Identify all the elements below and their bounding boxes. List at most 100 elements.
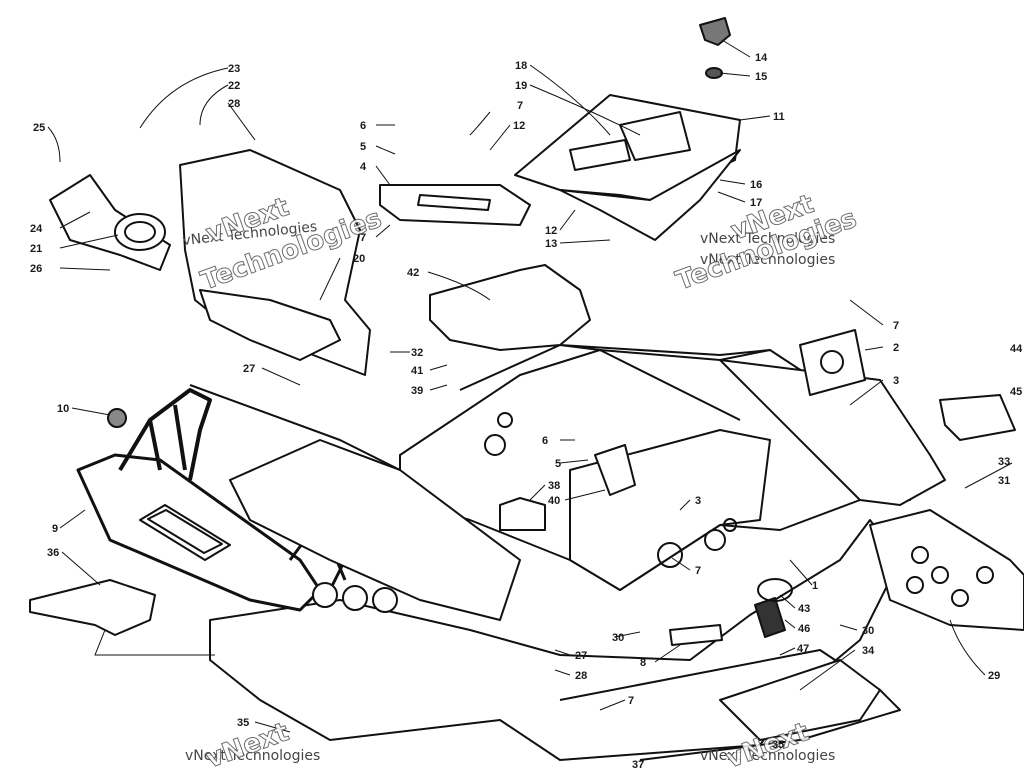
guard-hole-3 [906,576,924,594]
pivot-wheel-2 [342,585,368,611]
washer-15 [705,67,723,79]
callout-38: 38 [548,480,560,492]
callout-3: 3 [695,495,701,507]
skid-plate-34 [719,659,881,741]
knob-14 [699,17,731,46]
callout-26: 26 [30,263,42,275]
callout-7: 7 [360,232,366,244]
callout-24: 24 [30,223,43,235]
bumper-slot [139,504,231,561]
callout-34: 34 [862,645,875,657]
watermark-small-4: vNext Technologies [185,748,320,764]
callout-28: 28 [228,98,240,110]
belly-pan-floor [559,649,901,761]
callout-7: 7 [695,565,701,577]
bumper-slot-inner [147,509,223,554]
callout-8: 8 [640,657,646,669]
callout-12: 12 [545,225,557,237]
callout-1: 1 [812,580,818,592]
bracket-2 [799,329,866,396]
o-ring-43 [757,578,793,602]
callout-4: 4 [360,161,367,173]
callout-41: 41 [411,365,423,377]
suspension-tube [189,384,401,471]
bracket-slot [417,194,491,211]
callout-37: 37 [632,759,644,768]
frame-hole-4 [704,529,726,551]
callout-29: 29 [988,670,1000,682]
nosepan-36 [29,579,156,636]
bracket-plate-4 [379,184,531,226]
leader-lines [47,39,1013,733]
callout-5: 5 [360,141,366,153]
callout-labels: 23 22 28 25 24 21 26 20 27 10 9 36 35 6 … [30,52,1023,768]
air-tube-bellows-2 [124,221,156,243]
watermark-small-2: vNext Technologies [700,231,835,247]
callout-30: 30 [612,632,624,644]
callout-6: 6 [542,435,548,447]
plate-8 [669,624,723,646]
watermark-small-5: vNext Technologies [700,748,835,764]
callout-35: 35 [772,739,784,751]
callout-35: 35 [237,717,249,729]
guard-hole-1 [911,546,929,564]
callout-28: 28 [575,670,587,682]
frame-hole-2 [497,412,513,428]
callout-11: 11 [773,111,785,123]
callout-6: 6 [360,120,366,132]
callout-44: 44 [1010,343,1023,355]
callout-33: 33 [998,456,1010,468]
pivot-wheel-3 [372,587,398,613]
callout-45: 45 [1010,386,1022,398]
callout-30: 30 [862,625,874,637]
tow-loop [118,388,212,481]
callout-7: 7 [517,100,523,112]
callout-20: 20 [353,253,365,265]
callout-15: 15 [755,71,767,83]
callout-47: 47 [797,643,809,655]
callout-14: 14 [755,52,768,64]
callout-18: 18 [515,60,527,72]
callout-23: 23 [228,63,240,75]
plate-emboss-18 [569,139,631,171]
duct-housing-lower [199,289,341,361]
callout-42: 42 [407,267,419,279]
callout-2: 2 [893,342,899,354]
guard-hole-4 [951,589,969,607]
callout-39: 39 [411,385,423,397]
callout-40: 40 [548,495,560,507]
callout-16: 16 [750,179,762,191]
callout-9: 9 [52,523,58,535]
frame-hole-3 [657,542,683,568]
callout-21: 21 [30,243,42,255]
callout-7: 7 [628,695,634,707]
heat-exchanger-42 [429,264,591,351]
callout-13: 13 [545,238,557,250]
frame-hole-1 [484,434,506,456]
callout-25: 25 [33,122,45,134]
callout-46: 46 [798,623,810,635]
rear-frame-extension [719,359,946,506]
front-suspension-arms [229,439,521,621]
callout-10: 10 [57,403,69,415]
callout-17: 17 [750,197,762,209]
frame-drawing [29,17,1024,761]
bracket-38 [499,497,546,531]
knob-10 [107,408,127,428]
pivot-wheel-1 [312,582,338,608]
seat-base-lower [559,149,741,241]
callout-22: 22 [228,80,240,92]
callout-7: 7 [893,320,899,332]
guard-hole-5 [976,566,994,584]
tunnel-top-rail [459,344,771,421]
callout-32: 32 [411,347,423,359]
tab-40 [594,444,636,496]
callout-27: 27 [243,363,255,375]
callout-5: 5 [555,458,561,470]
frame-hole-5 [723,518,737,532]
callout-36: 36 [47,547,59,559]
watermark-small-3: vNext Technologies [700,252,835,268]
air-tube-bellows [114,213,166,251]
callout-31: 31 [998,475,1010,487]
